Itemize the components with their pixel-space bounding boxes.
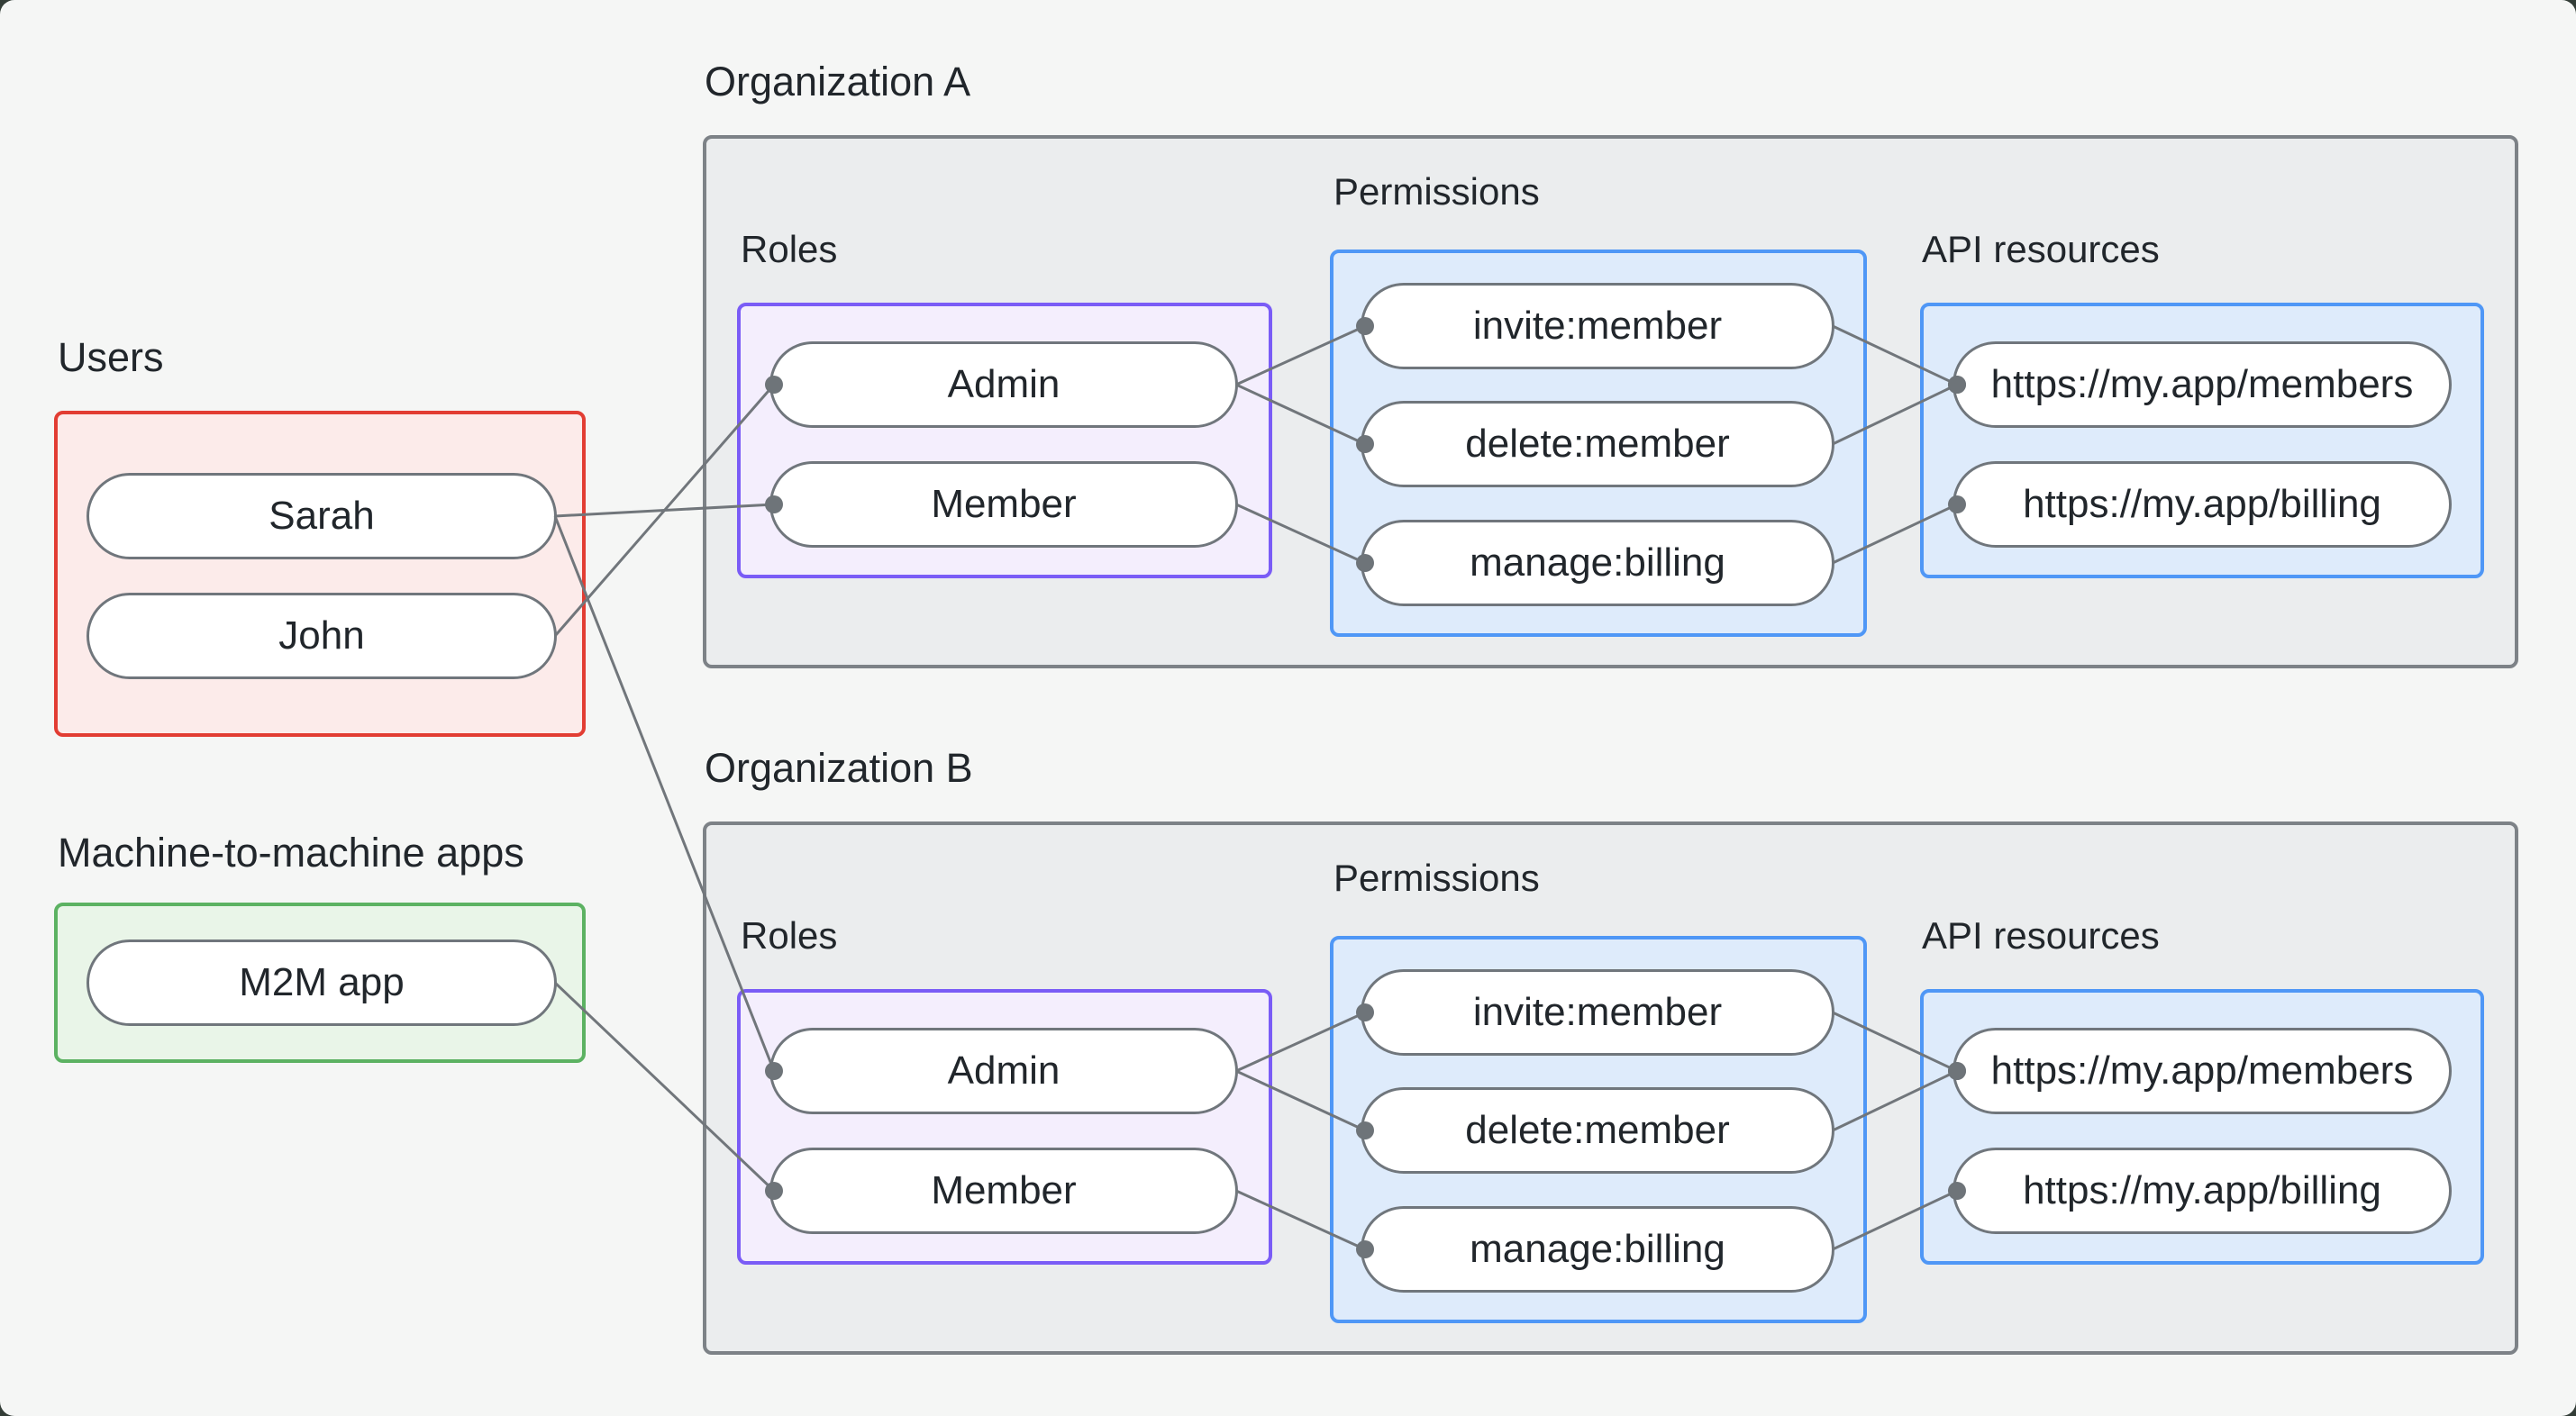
group-label-m2m: Machine-to-machine apps bbox=[58, 830, 524, 876]
node-org-a-invite: invite:member bbox=[1361, 283, 1834, 369]
section-label-org-a-permissions: Permissions bbox=[1334, 170, 1540, 213]
node-org-b-billing: https://my.app/billing bbox=[1952, 1148, 2452, 1234]
node-label-john: John bbox=[278, 613, 365, 658]
section-label-org-a-api: API resources bbox=[1922, 228, 2160, 270]
node-label-org-a-manage: manage:billing bbox=[1470, 540, 1725, 585]
node-label-org-a-member: Member bbox=[931, 482, 1077, 526]
node-org-a-delete: delete:member bbox=[1361, 401, 1834, 487]
node-sarah: Sarah bbox=[86, 473, 557, 559]
node-label-org-a-invite: invite:member bbox=[1472, 304, 1723, 348]
group-label-users: Users bbox=[58, 334, 164, 380]
node-org-b-delete: delete:member bbox=[1361, 1087, 1834, 1174]
node-label-org-a-delete: delete:member bbox=[1465, 422, 1730, 466]
node-label-org-b-member: Member bbox=[931, 1168, 1077, 1212]
node-label-org-a-members: https://my.app/members bbox=[1990, 362, 2414, 406]
node-label-org-b-billing: https://my.app/billing bbox=[2023, 1168, 2381, 1212]
node-org-b-members: https://my.app/members bbox=[1952, 1028, 2452, 1114]
node-label-org-b-members: https://my.app/members bbox=[1990, 1048, 2414, 1093]
group-label-org-b: Organization B bbox=[705, 745, 973, 791]
node-org-a-member: Member bbox=[769, 461, 1238, 548]
node-label-m2m-app: M2M app bbox=[239, 960, 405, 1004]
section-label-org-b-api: API resources bbox=[1922, 914, 2160, 957]
node-label-org-b-invite: invite:member bbox=[1472, 990, 1723, 1034]
section-label-org-a-roles: Roles bbox=[741, 228, 838, 270]
section-label-org-b-roles: Roles bbox=[741, 914, 838, 957]
node-john: John bbox=[86, 593, 557, 679]
node-org-b-member: Member bbox=[769, 1148, 1238, 1234]
node-org-a-manage: manage:billing bbox=[1361, 520, 1834, 606]
node-org-b-admin: Admin bbox=[769, 1028, 1238, 1114]
node-org-a-members: https://my.app/members bbox=[1952, 341, 2452, 428]
node-org-a-admin: Admin bbox=[769, 341, 1238, 428]
node-org-a-billing: https://my.app/billing bbox=[1952, 461, 2452, 548]
group-label-org-a: Organization A bbox=[705, 59, 971, 104]
node-label-org-a-billing: https://my.app/billing bbox=[2023, 482, 2381, 526]
node-label-sarah: Sarah bbox=[269, 494, 375, 538]
group-box-users bbox=[54, 411, 586, 737]
node-org-b-manage: manage:billing bbox=[1361, 1206, 1834, 1293]
node-label-org-a-admin: Admin bbox=[947, 362, 1060, 406]
node-label-org-b-manage: manage:billing bbox=[1470, 1227, 1725, 1271]
section-label-org-b-permissions: Permissions bbox=[1334, 857, 1540, 899]
node-label-org-b-delete: delete:member bbox=[1465, 1108, 1730, 1152]
node-m2m-app: M2M app bbox=[86, 939, 557, 1026]
node-label-org-b-admin: Admin bbox=[947, 1048, 1060, 1093]
node-org-b-invite: invite:member bbox=[1361, 969, 1834, 1056]
